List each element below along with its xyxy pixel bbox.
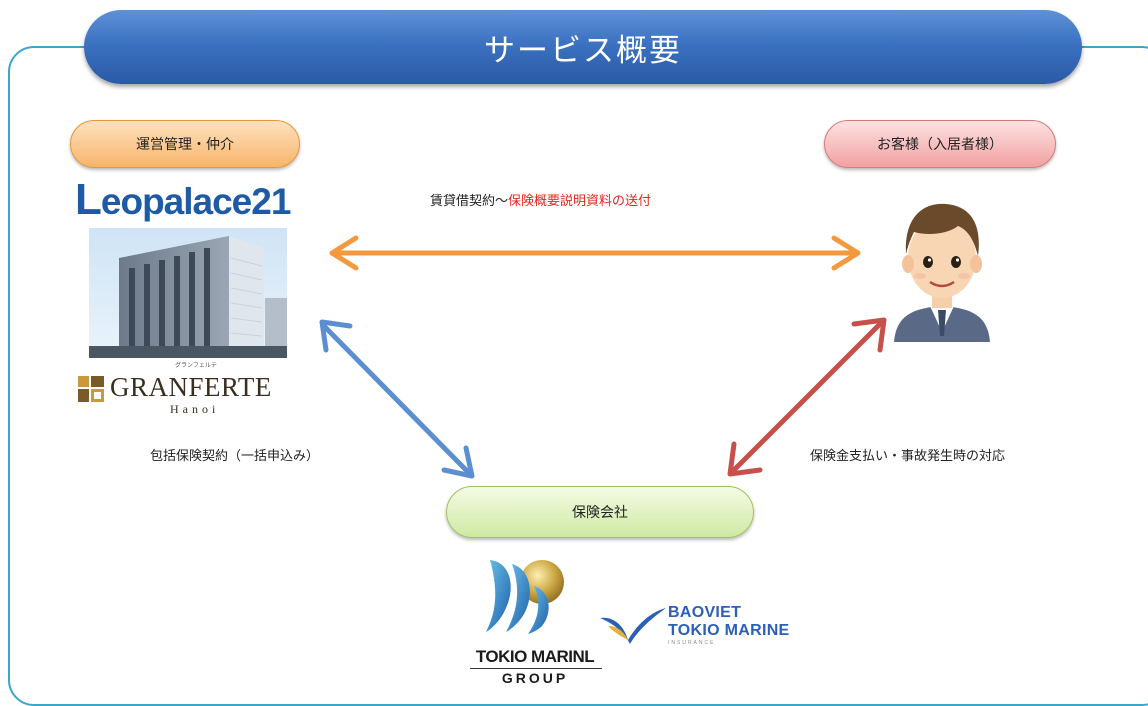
tokio-marine-group-text: GROUP	[501, 670, 569, 686]
page-title: サービス概要	[484, 32, 682, 69]
customer-person-icon	[888, 186, 996, 342]
leopalace-logo: Leopalace21	[75, 178, 305, 222]
edge-label-claim-support: 保険金支払い・事故発生時の対応	[810, 449, 1006, 464]
baoviet-insurance-text: INSURANCE	[668, 640, 716, 646]
granferte-wordmark: GRANFERTE	[110, 372, 272, 402]
granferte-logo: GRANFERTE Hanoi	[78, 372, 308, 418]
title-banner: サービス概要	[84, 10, 1082, 84]
node-customer-label: お客様（入居者様）	[877, 137, 1003, 153]
granferte-emblem-icon	[78, 376, 104, 402]
node-management: 運営管理・仲介	[70, 120, 300, 168]
node-customer: お客様（入居者様）	[824, 120, 1056, 168]
building-caption: グランフェルテ	[175, 362, 217, 369]
edge-label-lease-highlight: 保険概要説明資料の送付	[508, 194, 652, 209]
granferte-subtitle: Hanoi	[170, 402, 220, 416]
edge-label-blanket-policy: 包括保険契約（一括申込み）	[150, 449, 320, 464]
node-insurer-label: 保険会社	[572, 505, 628, 521]
node-insurer: 保険会社	[446, 486, 754, 538]
node-management-label: 運営管理・仲介	[136, 137, 234, 153]
building-photo	[89, 228, 287, 358]
baoviet-tokio-marine-wordmark: TOKIO MARINE	[668, 622, 790, 639]
tokio-marine-emblem-icon	[486, 560, 564, 634]
baoviet-wordmark: BAOVIET	[668, 604, 742, 621]
leopalace-logo-text: eopalace21	[100, 181, 292, 222]
baoviet-emblem-icon	[600, 608, 666, 644]
edge-label-lease-prefix: 賃貸借契約～	[430, 194, 509, 209]
leopalace-logo-initial: L	[75, 175, 102, 224]
tokio-marine-divider	[470, 668, 602, 669]
tokio-marine-wordmark: TOKIO MARINL	[475, 647, 595, 666]
edge-label-lease: 賃貸借契約～保険概要説明資料の送付	[430, 190, 651, 209]
